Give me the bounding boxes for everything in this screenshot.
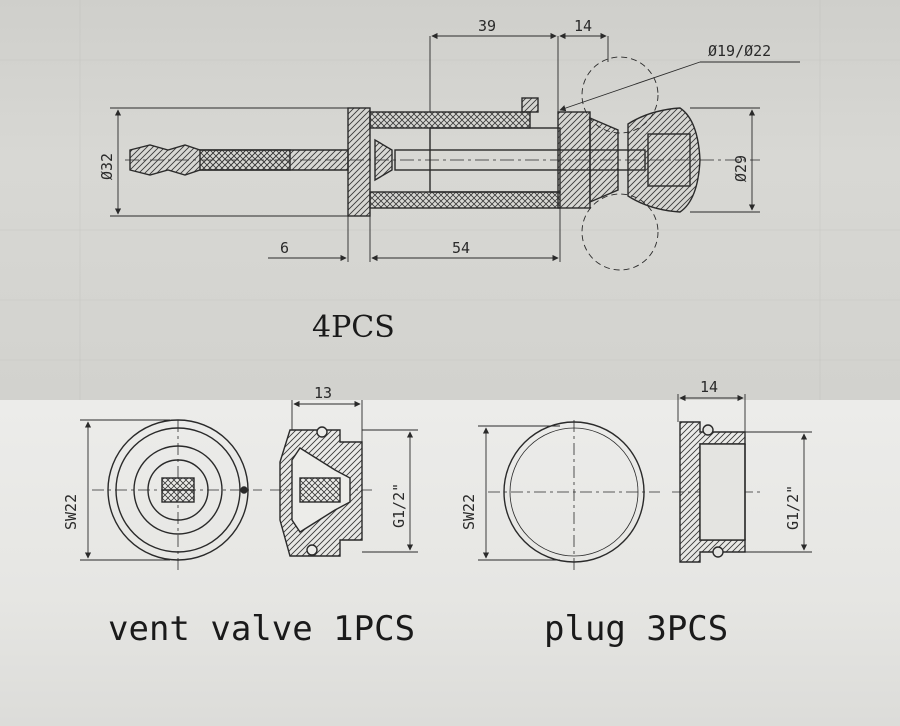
background-grid xyxy=(0,0,900,400)
dim-dia-29: Ø29 xyxy=(732,155,750,182)
vent-valve-section xyxy=(270,426,372,557)
dim-dia-32: Ø32 xyxy=(98,153,116,180)
plug-dim-sw22: SW22 xyxy=(460,494,478,530)
plug-dim-thread: G1/2" xyxy=(784,485,802,530)
plug-dim-14: 14 xyxy=(700,378,718,396)
vent-valve-dim-sw22: SW22 xyxy=(62,494,80,530)
valve-assembly-section xyxy=(125,56,760,271)
vent-valve-dim-13: 13 xyxy=(314,384,332,402)
plug-section xyxy=(672,421,760,563)
plug-caption: plug 3PCS xyxy=(544,609,728,649)
assembly-caption: 4PCS xyxy=(312,310,395,345)
vent-valve-section-dims xyxy=(291,400,418,553)
vent-valve-dimension xyxy=(80,419,170,561)
vent-valve-front-view xyxy=(92,419,262,570)
vent-valve-dim-thread: G1/2" xyxy=(390,483,408,528)
plug-front-view xyxy=(488,420,660,572)
plug-section-dims xyxy=(677,394,812,553)
dim-6: 6 xyxy=(280,239,289,257)
dim-dia-19-22: Ø19/Ø22 xyxy=(708,42,771,60)
paper-sheet-bottom xyxy=(0,400,900,726)
vent-valve-caption: vent valve 1PCS xyxy=(108,609,415,649)
dim-39: 39 xyxy=(478,17,496,35)
dim-54: 54 xyxy=(452,239,470,257)
dim-14-top: 14 xyxy=(574,17,592,35)
assembly-dimension-lines xyxy=(110,32,800,262)
plug-dimension xyxy=(478,425,560,561)
